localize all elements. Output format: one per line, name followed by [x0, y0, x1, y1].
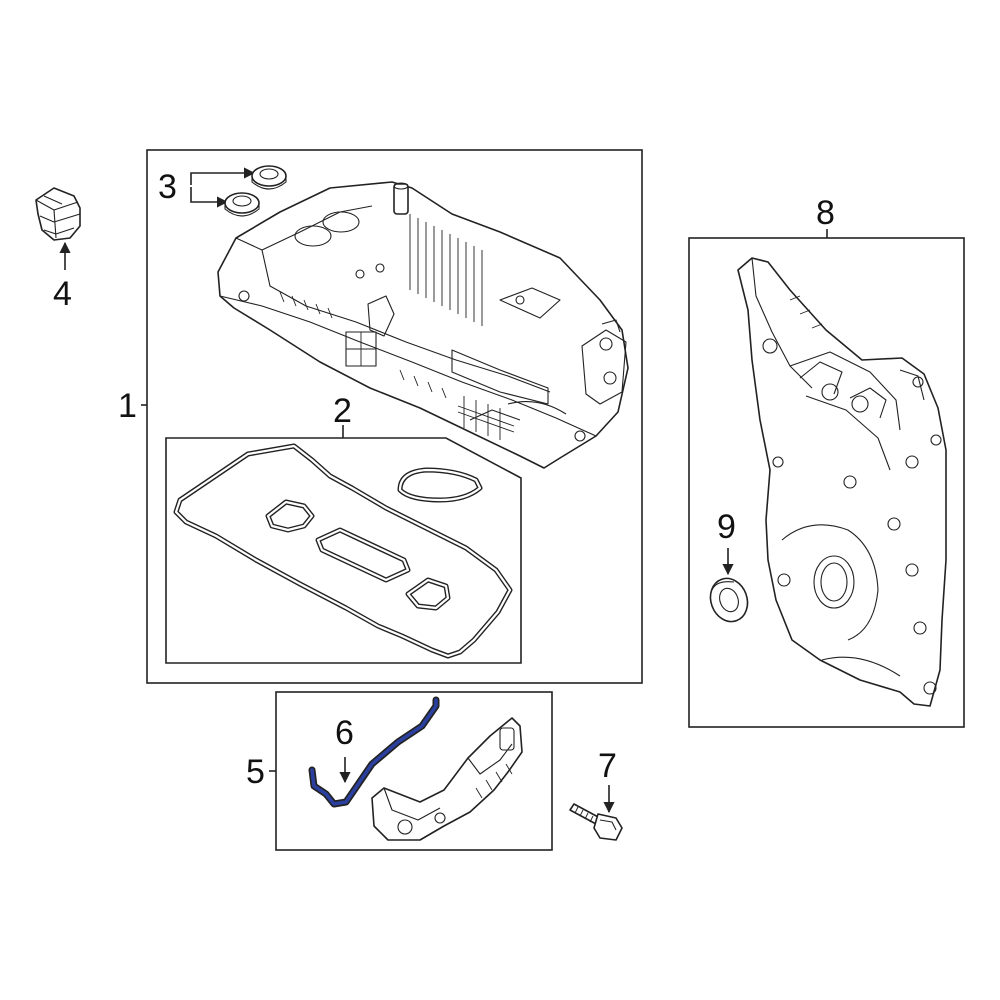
- gasket-kit-frame: [165, 437, 522, 664]
- callout-4: 4: [53, 275, 72, 313]
- valve-cover: [217, 181, 629, 469]
- callout-6: 6: [335, 714, 354, 752]
- callout-3: 3: [158, 168, 177, 206]
- timing-cover: [737, 257, 947, 707]
- callout-2: 2: [333, 392, 352, 430]
- callout-numbers: 1 2 3 4 5 6 7 8 9: [53, 168, 835, 791]
- valve-cover-assembly-frame: [146, 149, 643, 684]
- callout-8: 8: [816, 194, 835, 232]
- callout-7: 7: [598, 747, 617, 785]
- leader-lines: [59, 167, 828, 814]
- valve-cover-gasket: [173, 443, 513, 659]
- crankshaft-seal: [709, 577, 749, 623]
- seal-rings: [224, 165, 287, 217]
- oil-filler-cap: [35, 187, 81, 241]
- callout-5: 5: [246, 753, 265, 791]
- bolt: [569, 803, 623, 841]
- callout-9: 9: [717, 508, 736, 546]
- callout-1: 1: [118, 387, 137, 425]
- front-cover-gasket-fill: [310, 698, 438, 806]
- front-cover-gasket: [308, 696, 440, 808]
- front-cover-section: [371, 717, 523, 841]
